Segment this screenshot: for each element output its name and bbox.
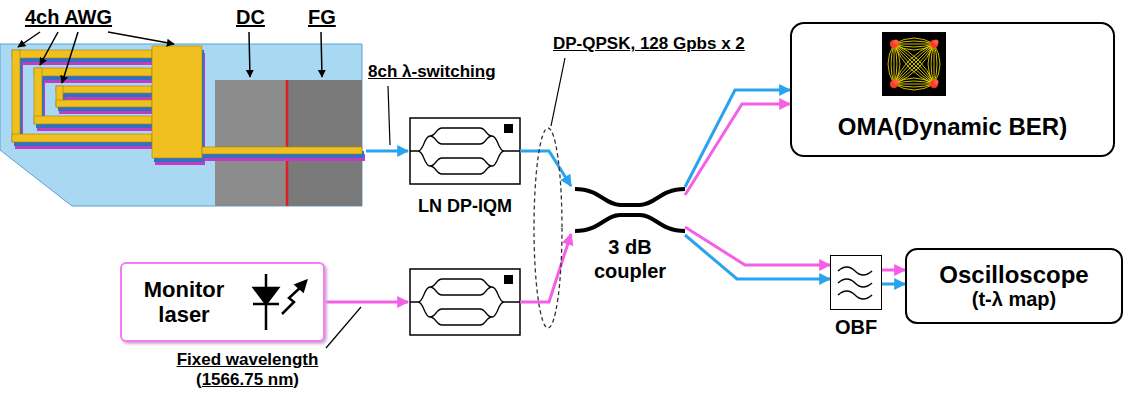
- figure-part: [894, 40, 899, 45]
- figure-part: [282, 286, 302, 314]
- dc-block: [215, 80, 287, 206]
- figure-part: [40, 32, 58, 65]
- section-boundary: [286, 80, 289, 206]
- figure-part: [888, 44, 894, 84]
- waveguide-core: [12, 46, 362, 158]
- figure-part: [265, 274, 268, 288]
- fg-block: [287, 80, 362, 206]
- figure-part: [838, 279, 872, 287]
- figure-part: [894, 84, 934, 87]
- part-label: 4ch AWG: [25, 6, 112, 29]
- oscilloscope-box: Oscilloscope(t-λ map): [905, 248, 1123, 324]
- figure-part: [894, 44, 934, 84]
- figure-part: [930, 80, 938, 88]
- figure-part: [894, 44, 934, 84]
- figure-part: [894, 44, 934, 84]
- signal-connector: [882, 283, 905, 286]
- figure-part: [62, 32, 78, 83]
- figure-part: [265, 304, 268, 330]
- figure-part: [888, 38, 940, 90]
- figure-part: [326, 307, 361, 348]
- figure-part: [934, 44, 937, 84]
- figure-part: [894, 44, 934, 84]
- annotation-label: Fixed wavelength (1566.75 nm): [160, 350, 335, 389]
- laser-diode-icon: [253, 274, 306, 330]
- figure-part: [890, 80, 898, 88]
- figure-part: [575, 189, 685, 205]
- annotation-label: 8ch λ-switching: [368, 62, 496, 82]
- chip-illustration: [0, 44, 365, 206]
- figure-part: [894, 44, 934, 84]
- figure-part: [894, 38, 934, 44]
- device-label: LN DP-IQM: [405, 196, 525, 217]
- filter-box: OBF: [830, 255, 882, 339]
- figure-part: [831, 256, 880, 308]
- signal-connector: [882, 269, 905, 272]
- instrument-name: Oscilloscope: [939, 261, 1088, 289]
- modulator-symbol: [410, 118, 520, 184]
- part-label: DC: [236, 6, 265, 29]
- laser-box: Monitor laser: [120, 262, 325, 342]
- figure-part: [894, 44, 934, 84]
- signal-connector: [685, 235, 830, 279]
- figure-part: [894, 44, 934, 84]
- device-name: 3 dB coupler: [575, 235, 685, 283]
- figure-part: [934, 40, 939, 45]
- signal-arrow: [325, 301, 408, 304]
- figure-part: [388, 86, 390, 145]
- device-name: Monitor laser: [134, 277, 234, 328]
- signal-arrow: [520, 151, 571, 186]
- filter-symbol: [830, 255, 882, 310]
- figure-part: [894, 44, 895, 84]
- constellation-image: [882, 32, 946, 96]
- figure-part: [882, 32, 946, 96]
- figure-part: [321, 32, 322, 77]
- figure-part: [575, 215, 685, 231]
- modulator-symbol: [410, 269, 520, 335]
- figure-part: [891, 44, 894, 84]
- figure-part: [551, 58, 565, 126]
- figure-part: [894, 44, 934, 45]
- figure-part: [894, 44, 934, 84]
- pointer-arrows: [18, 32, 322, 83]
- laser-diode-icon: [238, 270, 316, 336]
- leader-lines: [326, 58, 565, 348]
- figure-part: [894, 44, 934, 84]
- signal-connector: [685, 227, 830, 265]
- figure-part: [890, 40, 898, 48]
- part-label: FG: [308, 6, 336, 29]
- figure-part: [934, 80, 939, 85]
- coupler-symbol: [575, 185, 685, 235]
- coupler: 3 dB coupler: [575, 185, 685, 283]
- figure-part: [894, 84, 934, 85]
- annotation-label: DP-QPSK, 128 Gpbs x 2: [553, 34, 745, 54]
- signal-arrow: [366, 150, 408, 153]
- figure-part: [296, 281, 306, 291]
- figure-part: [249, 32, 250, 77]
- figure-part: [894, 41, 934, 44]
- instrument-mode: (t-λ map): [972, 288, 1056, 311]
- device-name: OBF: [830, 316, 882, 339]
- figure-part: [930, 40, 938, 48]
- figure-part: [838, 267, 872, 275]
- figure-part: [18, 32, 40, 47]
- signal-arrow: [520, 234, 571, 302]
- figure-part: [838, 291, 872, 299]
- figure-part: [894, 44, 934, 84]
- signal-connector: [685, 104, 790, 195]
- figure-part: [894, 80, 899, 85]
- figure-part: [254, 288, 278, 304]
- oma-box: OMA(Dynamic BER): [790, 22, 1115, 157]
- figure-part: [934, 44, 935, 84]
- figure-part: [934, 44, 940, 84]
- figure-part: [894, 84, 934, 90]
- instrument-name: OMA(Dynamic BER): [838, 113, 1067, 141]
- grouping-ellipse: [534, 128, 562, 328]
- figure-part: [108, 32, 174, 44]
